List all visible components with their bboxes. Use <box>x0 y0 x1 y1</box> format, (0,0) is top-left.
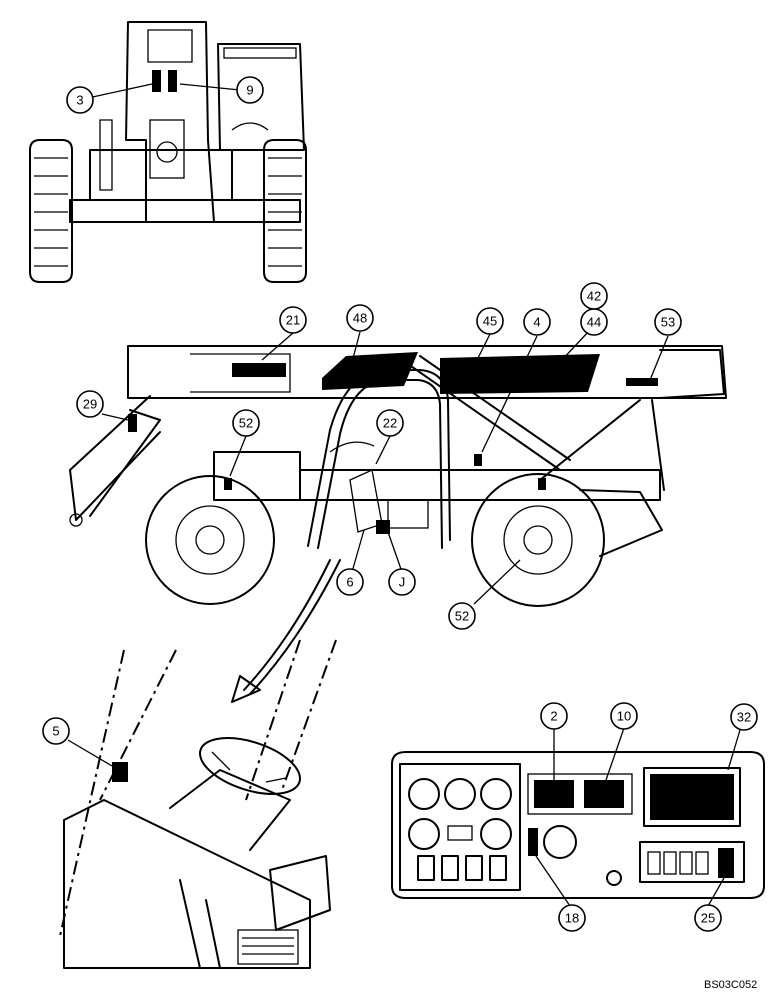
callout-18: 18 <box>558 904 586 932</box>
side-view <box>69 329 727 607</box>
callout-44: 44 <box>580 308 608 336</box>
callout-6: 6 <box>336 568 364 596</box>
svg-text:2: 2 <box>550 709 557 724</box>
svg-text:52: 52 <box>455 609 469 624</box>
svg-text:J: J <box>399 575 406 590</box>
callout-29: 29 <box>76 390 104 418</box>
callout-52-upper: 52 <box>232 409 260 437</box>
callout-52-lower: 52 <box>448 602 476 630</box>
svg-text:44: 44 <box>587 315 601 330</box>
callout-9: 9 <box>236 76 264 104</box>
callout-3: 3 <box>66 86 94 114</box>
drawing-code: BS03C052 <box>704 979 757 991</box>
svg-text:5: 5 <box>52 724 59 739</box>
svg-text:10: 10 <box>617 709 631 724</box>
svg-text:18: 18 <box>565 911 579 926</box>
callout-48: 48 <box>346 304 374 332</box>
svg-text:22: 22 <box>383 416 397 431</box>
callout-10: 10 <box>610 702 638 730</box>
callout-45: 45 <box>476 307 504 335</box>
callout-42: 42 <box>580 282 608 310</box>
callout-4: 4 <box>523 308 551 336</box>
callout-21: 21 <box>279 306 307 334</box>
callout-53: 53 <box>654 308 682 336</box>
svg-text:6: 6 <box>346 575 353 590</box>
front-view <box>29 21 307 283</box>
svg-text:21: 21 <box>286 313 300 328</box>
svg-text:45: 45 <box>483 314 497 329</box>
svg-text:52: 52 <box>239 416 253 431</box>
callout-22: 22 <box>376 409 404 437</box>
cab-interior-view <box>59 639 337 969</box>
dash-panel-view <box>391 727 765 907</box>
svg-text:9: 9 <box>246 83 253 98</box>
svg-text:32: 32 <box>737 710 751 725</box>
svg-text:48: 48 <box>353 311 367 326</box>
svg-text:53: 53 <box>661 315 675 330</box>
detail-arrow <box>231 559 341 703</box>
svg-text:42: 42 <box>587 289 601 304</box>
callout-32: 32 <box>730 703 758 731</box>
callout-25: 25 <box>694 904 722 932</box>
svg-text:4: 4 <box>533 315 540 330</box>
callout-2: 2 <box>540 702 568 730</box>
callout-5: 5 <box>42 717 70 745</box>
svg-text:3: 3 <box>76 93 83 108</box>
callout-J: J <box>388 568 416 596</box>
svg-text:29: 29 <box>83 397 97 412</box>
svg-text:25: 25 <box>701 911 715 926</box>
